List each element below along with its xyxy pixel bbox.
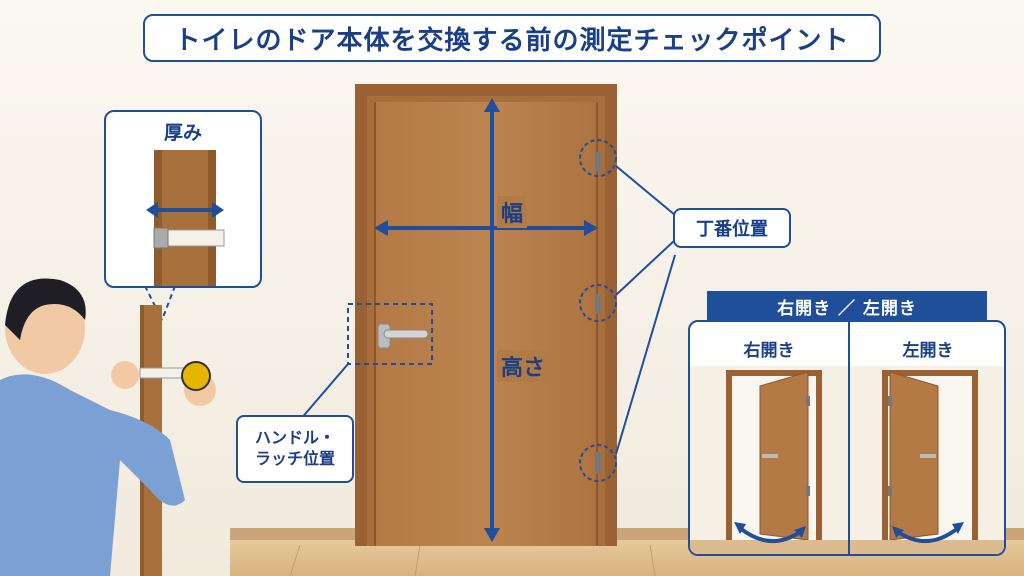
direction-header: 右開き ／ 左開き [707,291,987,321]
right-open-label: 右開き [743,341,795,361]
panel-divider [848,322,850,554]
left-open-door-icon [850,366,1004,554]
door-edge-closeup [146,150,225,286]
person-measuring-illustration [0,278,216,576]
opening-direction-panel: 右開き 左開き [688,320,1006,556]
page-title: トイレのドア本体を交換する前の測定チェックポイント [143,14,881,62]
left-open-label: 左開き [902,341,954,361]
hinge-position-label: 丁番位置 [673,208,791,248]
height-label: 高さ [497,350,550,382]
thickness-label: 厚み [163,122,202,144]
door-illustration [355,84,617,546]
right-open-door-icon [690,366,848,554]
handle-label-line1: ハンドル・ [254,428,335,448]
handle-latch-position-label: ハンドル・ ラッチ位置 [236,415,354,483]
thickness-inset: 厚み [104,110,262,288]
door-handle-icon [378,323,429,349]
handle-label-line2: ラッチ位置 [254,449,335,468]
width-label: 幅 [497,196,528,228]
